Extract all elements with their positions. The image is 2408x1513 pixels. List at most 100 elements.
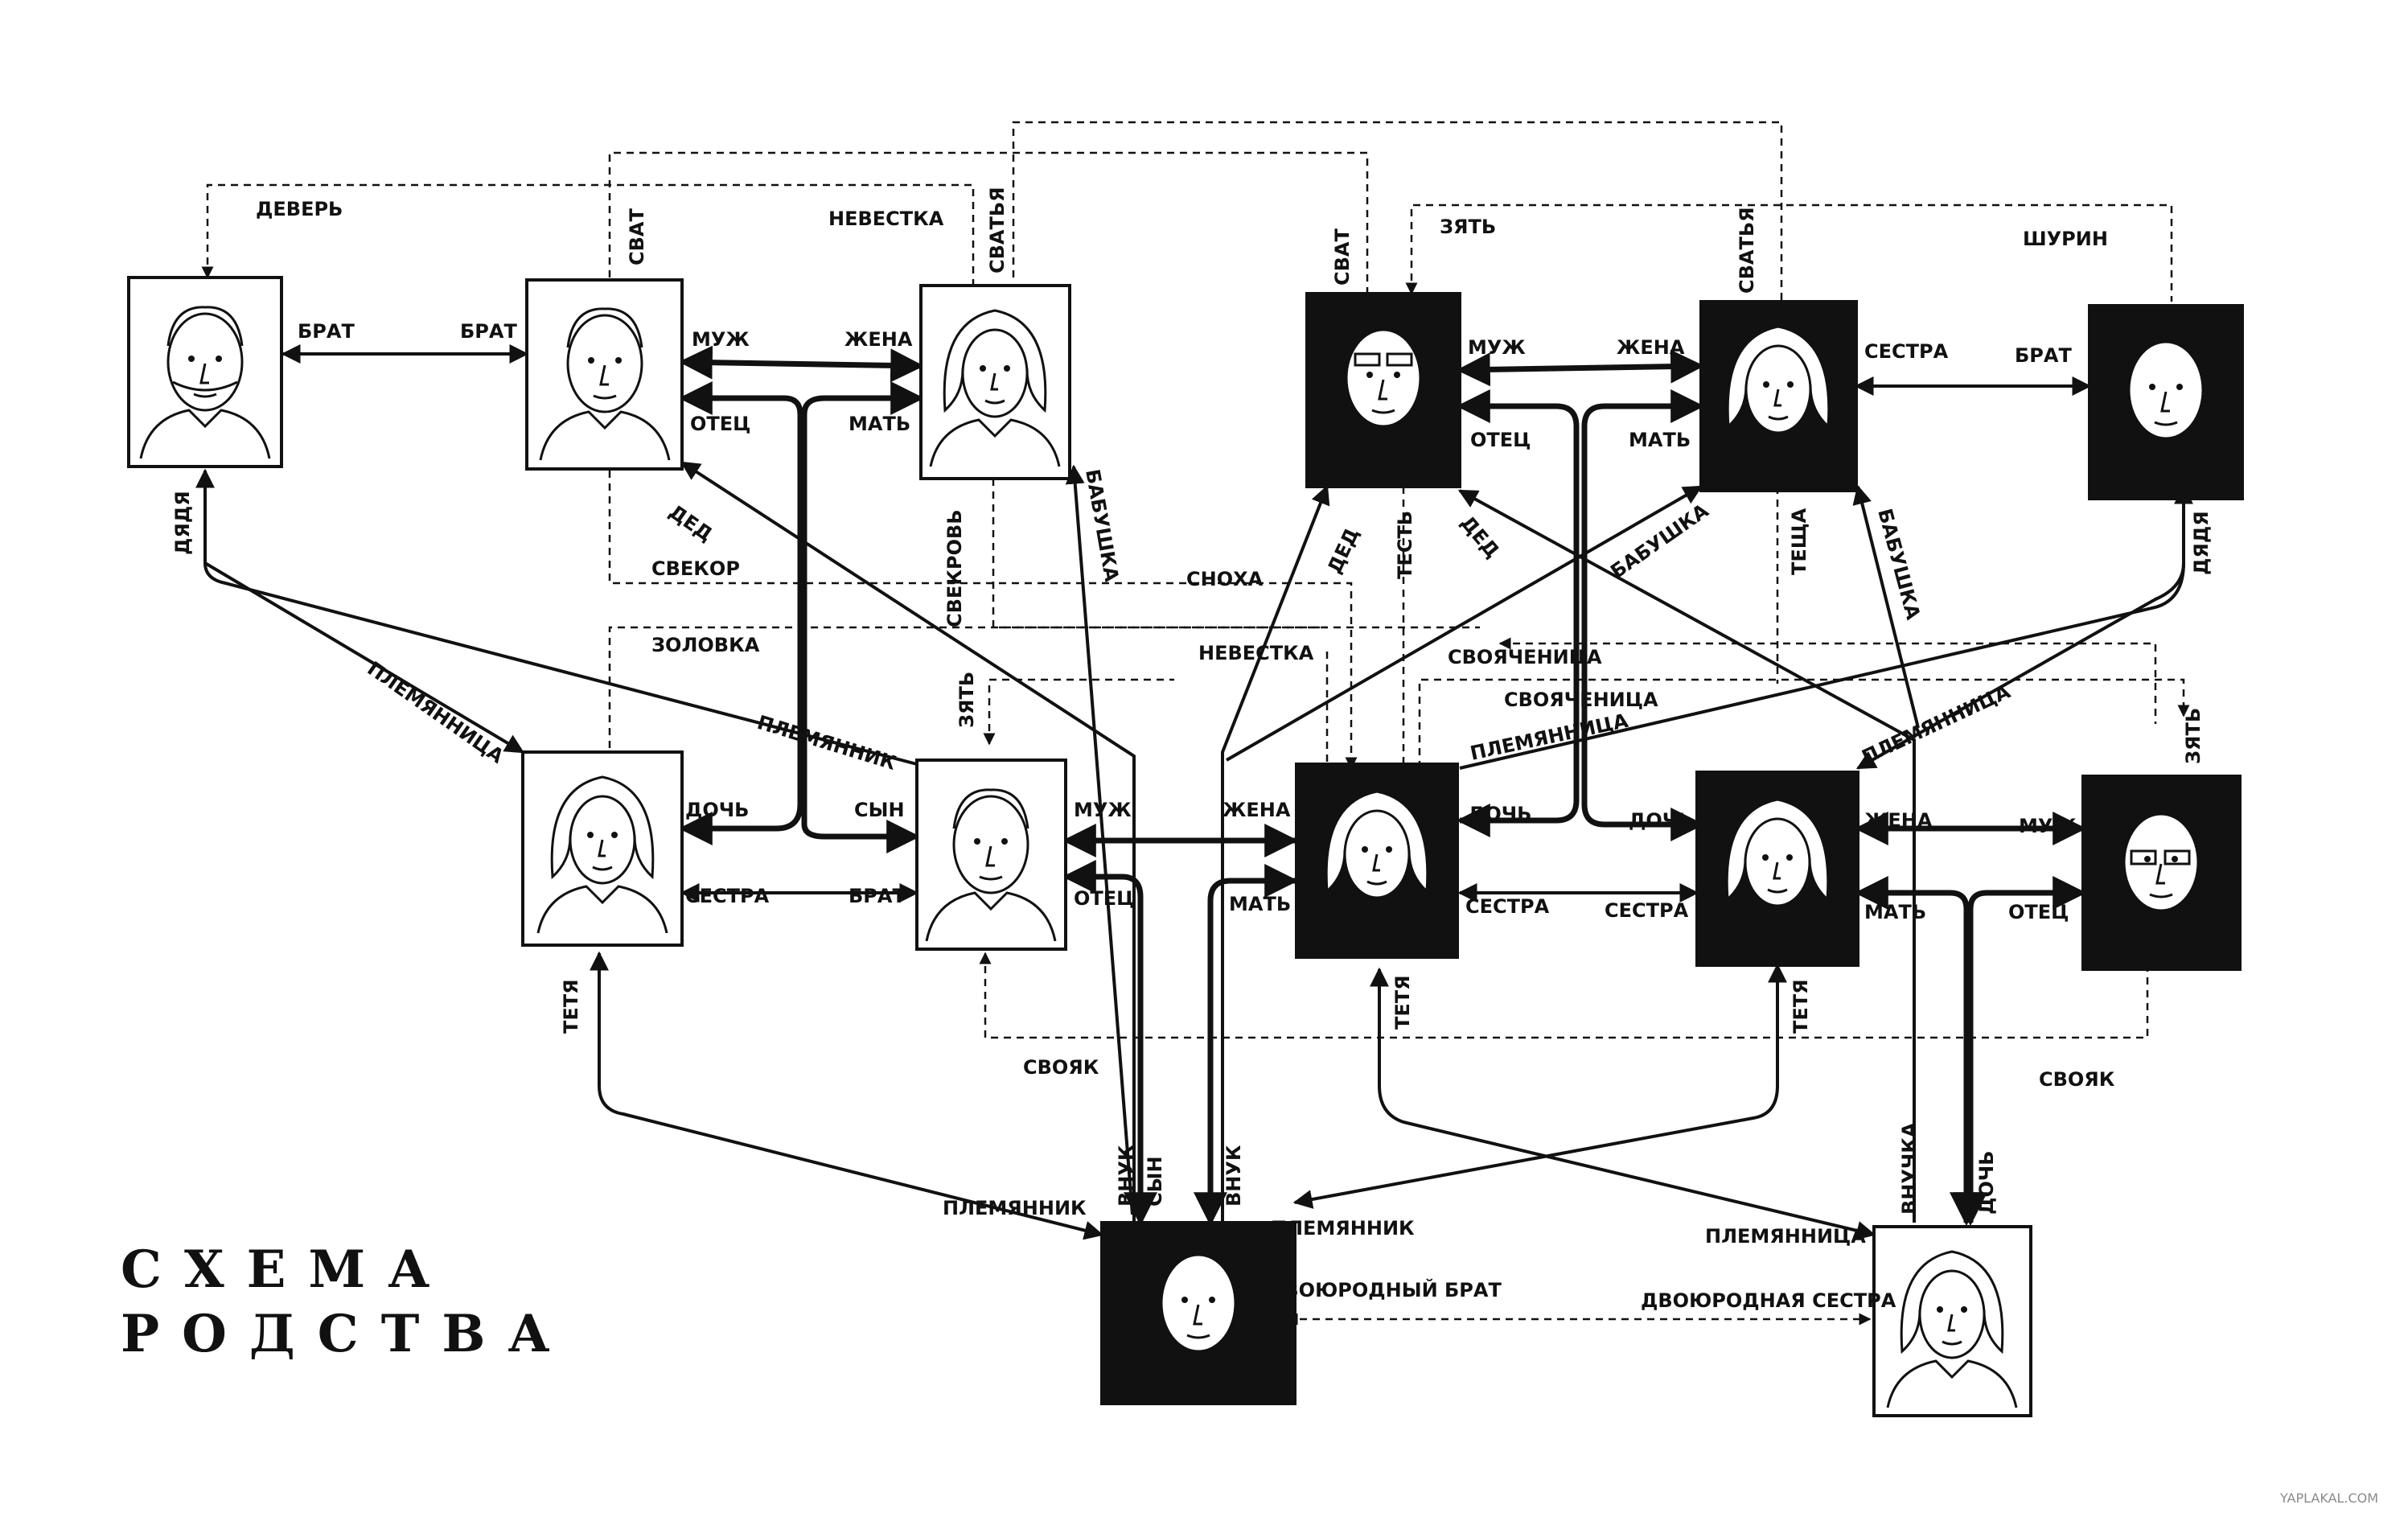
label-muzh-mid: МУЖ bbox=[1074, 799, 1132, 821]
label-muzh-top-r: МУЖ bbox=[1468, 336, 1526, 359]
link-tetya-right bbox=[1292, 963, 1787, 1209]
inlaw-links bbox=[201, 121, 2190, 1326]
label-ded-right1: ДЕД bbox=[1323, 524, 1363, 577]
portrait-uncle-right bbox=[2088, 304, 2244, 500]
portrait-grandmother-left bbox=[919, 284, 1071, 480]
label-svoyachenitsa1: СВОЯЧЕНИЦА bbox=[1448, 646, 1602, 668]
watermark: YAPLAKAL.COM bbox=[2279, 1490, 2378, 1506]
label-zolovka: ЗОЛОВКА bbox=[651, 634, 760, 656]
label-mat-mid: МАТЬ bbox=[1229, 893, 1291, 915]
label-sestra-top-r: СЕСТРА bbox=[1864, 340, 1949, 363]
link-uncle-right-niece-2 bbox=[1855, 562, 2185, 770]
label-doch-l: ДОЧЬ bbox=[685, 799, 749, 821]
label-otets-r: ОТЕЦ bbox=[2008, 901, 2069, 923]
label-svoyak-right: СВОЯК bbox=[2039, 1068, 2115, 1091]
label-tetya-left: ТЕТЯ bbox=[560, 979, 582, 1034]
label-brat-l2: БРАТ bbox=[460, 320, 517, 343]
label-sestra-l: СЕСТРА bbox=[685, 885, 770, 907]
portrait-father-left bbox=[915, 759, 1067, 951]
label-teshcha: ТЕЩА bbox=[1788, 508, 1810, 575]
portrait-grandfather-left bbox=[525, 278, 684, 471]
portrait-grandmother-right bbox=[1699, 300, 1858, 492]
label-plemyannitsa-bottom: ПЛЕМЯННИЦА bbox=[1705, 1225, 1866, 1248]
label-svoyak-left: СВОЯК bbox=[1023, 1056, 1099, 1079]
label-brat-l1: БРАТ bbox=[298, 320, 355, 343]
label-nevestka-mid: НЕВЕСТКА bbox=[1198, 642, 1314, 664]
link-ded-right-2 bbox=[1457, 489, 1916, 1223]
label-test: ТЕСТЬ bbox=[1394, 511, 1416, 579]
label-mat-top-r: МАТЬ bbox=[1629, 429, 1691, 451]
label-muzh-top-l: МУЖ bbox=[692, 328, 750, 351]
relation-labels: ДЕВЕРЬ НЕВЕСТКА СВАТ СВАТЬЯ СВАТ СВАТЬЯ … bbox=[171, 187, 2213, 1312]
label-svatya-right: СВАТЬЯ bbox=[1736, 207, 1758, 294]
link-mother-son bbox=[1194, 864, 1299, 1227]
link-svekor-snokha bbox=[608, 471, 1358, 770]
label-zhena-mid: ЖЕНА bbox=[1222, 799, 1291, 821]
label-brat-top-r: БРАТ bbox=[2015, 344, 2072, 367]
link-grandmother-grandson bbox=[1065, 464, 1134, 1215]
label-svoyachenitsa2: СВОЯЧЕНИЦА bbox=[1504, 689, 1658, 711]
link-mother-son-left bbox=[801, 381, 925, 853]
link-svat-svatya-1 bbox=[608, 151, 1369, 302]
label-doch-bottom: ДОЧЬ bbox=[1975, 1151, 1998, 1215]
label-mat-r: МАТЬ bbox=[1864, 901, 1926, 923]
label-zhena-r: ЖЕНА bbox=[1864, 809, 1933, 832]
label-zyat-left: ЗЯТЬ bbox=[955, 672, 978, 728]
label-syn-bottom: СЫН bbox=[1144, 1156, 1166, 1207]
portrait-grandfather-right bbox=[1305, 292, 1461, 488]
label-vnuchka: ВНУЧКА bbox=[1898, 1122, 1921, 1215]
label-dever: ДЕВЕРЬ bbox=[256, 198, 343, 220]
link-zyat-shurin bbox=[1405, 204, 2173, 302]
label-ded-left: ДЕД bbox=[665, 500, 717, 546]
label-dyadya-left: ДЯДЯ bbox=[171, 491, 194, 555]
link-parents-children-left bbox=[678, 381, 803, 845]
title-line1: СХЕМА bbox=[121, 1240, 452, 1300]
portrait-mother-center bbox=[1295, 763, 1459, 959]
label-shurin: ШУРИН bbox=[2023, 228, 2108, 250]
label-otets-top-l: ОТЕЦ bbox=[690, 413, 750, 435]
label-plemyannitsa-mid: ПЛЕМЯННИЦА bbox=[1468, 709, 1630, 765]
label-snokha: СНОХА bbox=[1186, 568, 1264, 590]
label-babushka-left: БАБУШКА bbox=[1081, 467, 1123, 584]
link-grandfather-grandson bbox=[680, 461, 1136, 1223]
link-spouses-right bbox=[1456, 349, 1705, 387]
label-syn-l: СЫН bbox=[854, 799, 905, 821]
portrait-uncle-left bbox=[127, 276, 283, 468]
link-babushka-right-2 bbox=[1852, 484, 1920, 729]
title-line2: РОДСТВА bbox=[121, 1304, 573, 1364]
portrait-aunt-left bbox=[521, 750, 684, 947]
label-nevestka-top: НЕВЕСТКА bbox=[828, 208, 944, 230]
link-tetya-left bbox=[590, 951, 1104, 1240]
relation-links bbox=[195, 344, 2193, 1240]
portrait-daughter-right bbox=[1695, 771, 1859, 967]
label-sestra-mid2: СЕСТРА bbox=[1605, 899, 1689, 922]
label-plemyannik-mid: ПЛЕМЯННИК bbox=[754, 711, 898, 775]
link-spouses-left bbox=[678, 345, 925, 383]
label-mat-top-l: МАТЬ bbox=[849, 413, 910, 435]
link-svat-svatya-2 bbox=[1012, 121, 1783, 302]
label-zhena-top-l: ЖЕНА bbox=[844, 328, 913, 351]
label-plemyannitsa-left: ПЛЕМЯННИЦА bbox=[364, 657, 508, 768]
label-otets-mid: ОТЕЦ bbox=[1074, 887, 1134, 910]
link-parents-daughter-center bbox=[1456, 389, 1580, 837]
link-uncle-niece bbox=[203, 561, 525, 754]
link-svoyachenitsa-1 bbox=[1498, 637, 2157, 724]
link-mother-daughter-right bbox=[1581, 389, 1705, 841]
portrait-grandson bbox=[1100, 1221, 1296, 1405]
link-zyat-left bbox=[983, 678, 1174, 746]
label-vnuk1: ВНУК bbox=[1115, 1145, 1137, 1207]
label-svat-left: СВАТ bbox=[626, 208, 648, 265]
label-muzh-r: МУЖ bbox=[2019, 815, 2077, 837]
label-plemyannitsa-right: ПЛЕМЯННИЦА bbox=[1859, 680, 2014, 768]
label-zyat-right: ЗЯТЬ bbox=[2182, 708, 2205, 764]
label-tetya-right: ТЕТЯ bbox=[1790, 979, 1812, 1034]
label-svekrov: СВЕКРОВЬ bbox=[943, 510, 966, 628]
portrait-granddaughter bbox=[1872, 1225, 2032, 1417]
label-babushka-right2: БАБУШКА bbox=[1873, 506, 1925, 622]
label-vnuk2: ВНУК bbox=[1222, 1145, 1245, 1207]
link-uncle-nephew bbox=[195, 468, 918, 766]
label-dvoyurodnaya-sestra: ДВОЮРОДНАЯ СЕСТРА bbox=[1641, 1289, 1896, 1312]
label-svat-right: СВАТ bbox=[1331, 228, 1354, 286]
label-dvoyurodny-brat: ДВОЮРОДНЫЙ БРАТ bbox=[1267, 1278, 1502, 1301]
